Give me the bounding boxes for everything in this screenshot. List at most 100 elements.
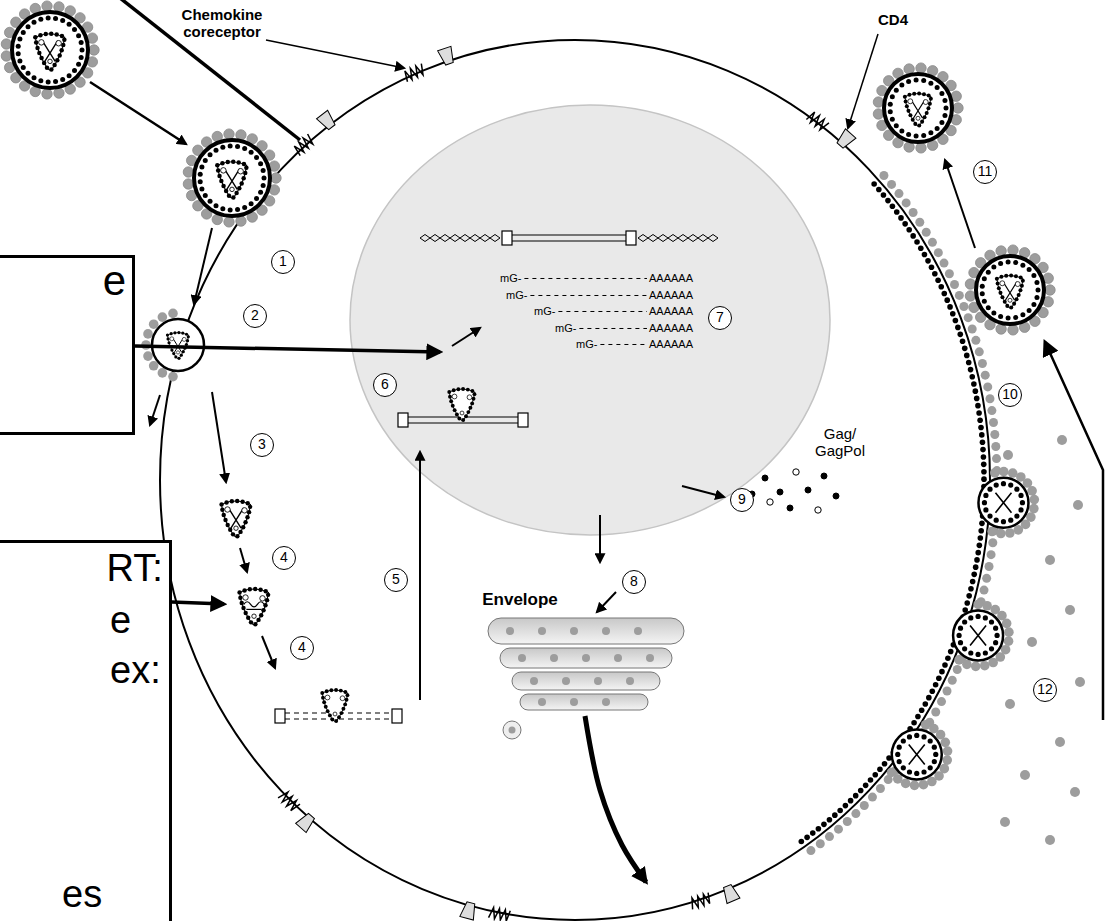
gag-protein	[901, 738, 906, 743]
gag-protein	[981, 462, 987, 468]
capsid-protein	[903, 95, 907, 99]
envelope-glycoprotein	[183, 167, 193, 177]
viral-enzyme	[260, 596, 265, 601]
ltr	[398, 413, 408, 427]
matrix-protein	[60, 18, 65, 23]
capsid-protein	[470, 401, 474, 405]
matrix-protein	[1031, 302, 1036, 307]
callout-number: 3	[250, 433, 274, 457]
capsid-outline	[997, 276, 1023, 308]
capsid-protein	[1003, 300, 1007, 304]
matrix-protein	[906, 79, 911, 84]
matrix-protein	[980, 284, 985, 289]
capsid-protein	[180, 354, 183, 357]
capsid-protein	[328, 713, 332, 717]
gag-protein	[977, 543, 983, 549]
envelope-glycoprotein	[602, 627, 610, 635]
gag-protein	[933, 682, 939, 688]
viral-enzyme	[225, 507, 230, 512]
envelope-glycoprotein	[1014, 525, 1024, 535]
capsid-protein	[455, 412, 459, 416]
capsid-protein	[1004, 274, 1008, 278]
dna-strand	[512, 240, 626, 241]
gag-protein	[974, 396, 980, 402]
chromatin	[480, 235, 490, 242]
cell-membrane	[160, 40, 990, 920]
dna-strand	[512, 234, 626, 235]
gag-protein	[958, 640, 963, 645]
envelope-glycoprotein	[959, 302, 968, 311]
envelope-glycoprotein	[971, 662, 981, 672]
capsid-protein	[57, 53, 61, 57]
envelope-glycoprotein	[594, 677, 602, 685]
gag-protein	[975, 403, 981, 409]
capsid-protein	[337, 715, 341, 719]
capsid-protein	[224, 189, 228, 193]
envelope-glycoprotein	[1000, 817, 1010, 827]
capsid-protein	[49, 67, 53, 71]
callout-number: 11	[973, 160, 997, 184]
matrix-protein	[258, 190, 263, 195]
matrix-protein	[249, 201, 254, 206]
capsid-protein	[238, 596, 242, 600]
arrow	[135, 346, 440, 352]
gag-protein	[1014, 513, 1019, 518]
capsid-protein	[326, 709, 330, 713]
viral-enzyme	[182, 337, 186, 341]
gag-protein	[863, 783, 869, 789]
mrna-transcripts	[524, 278, 647, 344]
coreceptor-symbol	[689, 893, 711, 910]
capsid-protein	[166, 333, 169, 336]
capsid-protein	[181, 332, 184, 335]
capsid-protein	[173, 331, 176, 334]
er-cisterna	[520, 694, 648, 710]
gag-protein	[914, 733, 919, 738]
viral-enzyme	[242, 508, 247, 513]
viral-rna	[224, 169, 240, 190]
capsid-protein	[39, 56, 43, 60]
viral-rna	[42, 41, 58, 62]
capsid-protein	[238, 530, 242, 534]
virion-envelope	[884, 74, 952, 142]
envelope-glycoprotein	[562, 677, 570, 685]
viral-enzyme	[252, 614, 256, 618]
gag-protein	[975, 550, 981, 556]
receptor-label: CD4	[878, 11, 908, 28]
cd4-receptor	[721, 883, 740, 903]
gag-protein	[876, 187, 882, 193]
gag-protein	[983, 650, 988, 655]
capsid-protein	[256, 618, 260, 622]
capsid-protein	[34, 40, 38, 44]
matrix-protein	[72, 27, 77, 32]
gag-protein	[982, 500, 987, 505]
mrna-cap: mG-	[576, 338, 597, 351]
capsid-protein	[904, 99, 908, 103]
arrow	[172, 602, 224, 604]
envelope-glycoprotein	[851, 809, 860, 818]
matrix-protein	[228, 144, 233, 149]
viral-rna	[909, 744, 925, 764]
matrix-protein	[986, 305, 991, 310]
matrix-protein	[53, 79, 58, 84]
envelope-glycoprotein	[868, 793, 877, 802]
capsid-protein	[225, 523, 229, 527]
envelope-glycoprotein	[921, 720, 931, 730]
assembly-site	[799, 171, 1002, 855]
viral-enzyme	[452, 394, 457, 399]
matrix-protein	[1013, 315, 1018, 320]
chromatin	[708, 235, 718, 242]
matrix-protein	[60, 77, 65, 82]
envelope-glycoprotein	[582, 654, 590, 662]
arrow	[262, 636, 275, 668]
matrix-protein	[921, 133, 926, 138]
envelope-glycoprotein	[1008, 325, 1018, 335]
envelope-glycoprotein	[973, 600, 983, 610]
envelope-glycoprotein	[1073, 500, 1083, 510]
matrix-protein	[46, 16, 51, 21]
gag-protein	[966, 593, 972, 599]
capsid-protein	[905, 104, 909, 108]
matrix-protein	[890, 94, 895, 99]
envelope-glycoprotein	[538, 627, 546, 635]
gag-protein	[923, 701, 929, 707]
matrix-protein	[1034, 280, 1039, 285]
